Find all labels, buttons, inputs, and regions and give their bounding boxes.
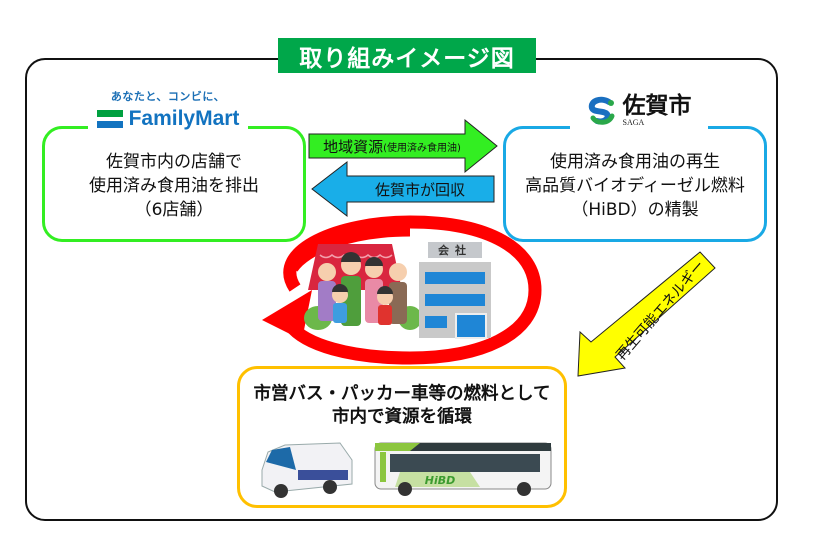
packer-truck-illustration [261, 442, 353, 498]
arrow-to-saga-sub: (使用済み食用油) [383, 142, 461, 154]
familymart-box: 佐賀市内の店舗で 使用済み食用油を排出 （6店舗） [42, 126, 306, 242]
familymart-mark-icon [96, 110, 123, 128]
arrow-renewable-energy [577, 251, 716, 377]
company-sign: 会社 [438, 243, 472, 257]
familymart-tagline: あなたと、コンビに、 [110, 90, 226, 103]
saga-box: 使用済み食用油の再生 高品質バイオディーゼル燃料 （HiBD）の精製 [503, 126, 767, 242]
cycle-arrowhead [262, 290, 312, 340]
arrow-to-saga-main: 地域資源 [323, 137, 384, 156]
cycle-arrow [283, 215, 542, 365]
arrow-to-familymart [311, 160, 495, 218]
city-bus-illustration: HiBD [374, 442, 552, 496]
saga-emblem-icon [588, 96, 614, 125]
familymart-description: 佐賀市内の店舗で 使用済み食用油を排出 （6店舗） [89, 152, 259, 220]
page-title: 取り組みイメージ図 [278, 38, 536, 73]
arrow-to-saga-label: 地域資源(使用済み食用油) [312, 134, 472, 158]
saga-name-en: SAGA [622, 118, 645, 127]
company-building-illustration: 会社 [419, 242, 491, 339]
arrow-to-familymart-label: 佐賀市が回収 [374, 180, 465, 199]
family-illustration [304, 244, 422, 330]
saga-logo: 佐賀市 SAGA [570, 88, 708, 134]
familymart-logo: あなたと、コンビに、 FamilyMart [88, 88, 248, 140]
bus-description: 市営バス・パッカー車等の燃料として 市内で資源を循環 [253, 384, 551, 427]
bus-hibd-logo: HiBD [425, 474, 456, 487]
arrow-to-saga [308, 118, 498, 174]
saga-name: 佐賀市 [622, 93, 692, 119]
saga-description: 使用済み食用油の再生 高品質バイオディーゼル燃料 （HiBD）の精製 [525, 152, 745, 220]
familymart-brand: FamilyMart [128, 107, 240, 130]
